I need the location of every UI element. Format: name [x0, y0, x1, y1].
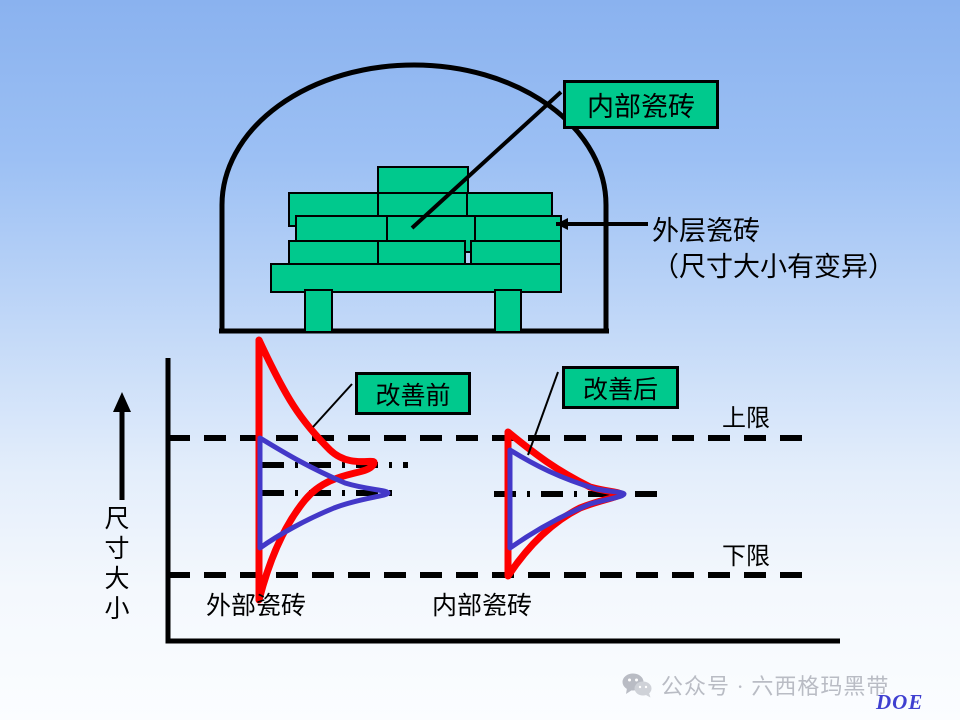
upper-limit-label: 上限 — [722, 406, 770, 432]
callout-before-improvement: 改善前 — [355, 372, 471, 415]
watermark: 公众号 · 六西格玛黑带 — [622, 669, 889, 701]
watermark-doe-text: DOE — [876, 690, 924, 714]
x-axis-label-internal-tile: 内部瓷砖 — [432, 593, 533, 620]
curve-left-after — [257, 435, 391, 551]
callout-outer-tile-line1: 外层瓷砖 — [652, 216, 760, 246]
support-leg-left — [304, 289, 333, 333]
support-leg-right — [494, 289, 522, 333]
curve-right-before — [504, 428, 624, 580]
leader-line-before — [312, 383, 353, 428]
leader-line-after — [527, 371, 559, 456]
callout-outer-tile: 外层瓷砖 （尺寸大小有变异） — [652, 213, 895, 285]
kiln-outline — [219, 62, 609, 333]
chart-axis-frame — [165, 358, 840, 644]
callout-after-improvement: 改善后 — [562, 366, 679, 409]
curve-right-after — [507, 447, 627, 551]
leader-line-inner-tile — [410, 90, 563, 230]
y-axis-label: 尺寸大小 — [104, 506, 130, 623]
wechat-icon — [622, 673, 652, 698]
callout-outer-tile-line2: （尺寸大小有变异） — [652, 252, 895, 282]
lower-limit-label: 下限 — [722, 544, 770, 570]
callout-inner-tile: 内部瓷砖 — [563, 80, 719, 129]
tile-base-slab — [270, 263, 562, 293]
leader-arrow-outer-tile — [556, 218, 568, 230]
x-axis-label-external-tile: 外部瓷砖 — [206, 593, 307, 620]
watermark-text: 公众号 · 六西格玛黑带 — [661, 674, 890, 699]
y-axis-arrow-head — [113, 392, 131, 412]
